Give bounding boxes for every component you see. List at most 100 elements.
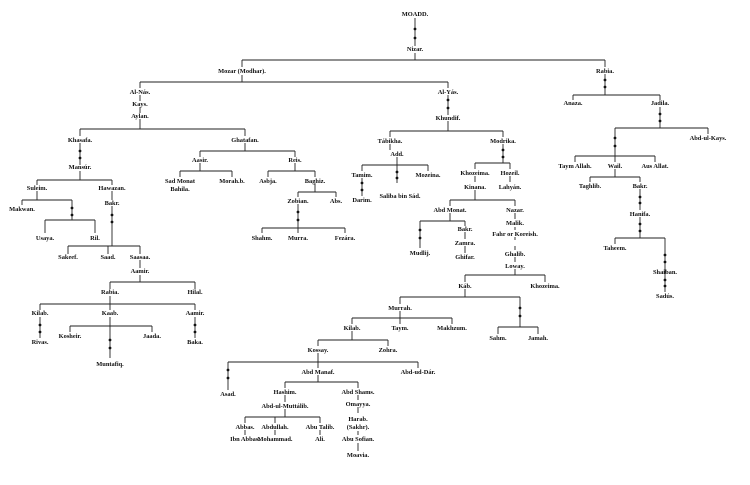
node-abd-monat: Abd Monat. xyxy=(433,207,466,214)
node-ali: Ali. xyxy=(315,436,325,443)
node-kaab: Kaab. xyxy=(102,310,119,317)
node-ghatafan: Ghatafan. xyxy=(231,137,259,144)
node-saad-monat: Sad Monat xyxy=(165,178,196,185)
node-hozeil: Hozeil. xyxy=(501,170,520,177)
node-fahr: Fahr or Koreish. xyxy=(492,231,538,238)
node-saasaa: Saasaa. xyxy=(130,254,151,261)
node-loway: Loway. xyxy=(505,263,525,270)
node-taym: Taym. xyxy=(392,325,409,332)
node-abu-sofian: Abu Sofian. xyxy=(342,436,375,443)
node-aamir2: Aamir. xyxy=(186,310,205,317)
node-kilab: Kilab. xyxy=(32,310,49,317)
node-ghifar: Ghifar. xyxy=(455,254,475,261)
node-aylan: Aylan. xyxy=(131,113,149,120)
node-hilal: Hilal. xyxy=(187,289,202,296)
node-anaza: Anaza. xyxy=(564,100,583,107)
node-abs: Abs. xyxy=(330,198,343,205)
node-sakeef: Sakeef. xyxy=(58,254,78,261)
node-zohra: Zohra. xyxy=(379,347,398,354)
node-makwan: Makwan. xyxy=(9,206,35,213)
node-mansur: Mansúr. xyxy=(69,164,92,171)
node-al-nas: Al-Nás. xyxy=(130,89,151,96)
node-rivas: Rivas. xyxy=(32,339,49,346)
node-jamah: Jamah. xyxy=(528,335,548,342)
node-abd-manaf: Abd Manaf. xyxy=(301,369,334,376)
node-mudlij: Mudlij. xyxy=(410,250,431,257)
node-moadd: MOADD. xyxy=(402,11,429,18)
node-bakr-k: Bakr. xyxy=(458,226,473,233)
node-abd-ul-kays: Abd-ul-Kays. xyxy=(690,135,727,142)
node-baghiz: Baghiz. xyxy=(305,178,326,185)
node-muntafiq: Muntafiq. xyxy=(96,361,124,368)
node-bakr-hawazan: Bakr. xyxy=(105,200,120,207)
node-taghlib: Taghlib. xyxy=(579,183,602,190)
node-shaiban: Shaiban. xyxy=(653,269,677,276)
node-sahm: Sahm. xyxy=(489,335,507,342)
node-malik: Malik. xyxy=(506,220,524,227)
node-wail: Wail. xyxy=(608,163,623,170)
node-saad-h: Saad. xyxy=(100,254,115,261)
node-add: Add. xyxy=(390,151,404,158)
node-fezara: Fezára. xyxy=(335,235,356,242)
node-aus-allat: Aus Allat. xyxy=(642,163,669,170)
node-aamir: Aamir. xyxy=(131,268,150,275)
node-jaada: Jaada. xyxy=(143,333,161,340)
node-asad: Asad. xyxy=(220,391,236,398)
node-jadila: Jadila. xyxy=(651,100,670,107)
node-ghalib: Ghalib. xyxy=(505,251,526,258)
node-aasir: Aasir. xyxy=(192,157,208,164)
node-asbja: Asbja. xyxy=(259,178,277,185)
node-tabikha: Tábikha. xyxy=(378,138,403,145)
node-hanifa: Hanifa. xyxy=(630,211,651,218)
node-abd-shams: Abd Shams. xyxy=(341,389,374,396)
node-darim: Darim. xyxy=(352,197,372,204)
node-abu-talib: Abu Talib. xyxy=(306,424,335,431)
node-kays: Kays. xyxy=(132,101,148,108)
node-taheem: Taheem. xyxy=(603,245,626,252)
node-khasafa: Khasafa. xyxy=(68,137,93,144)
node-taym-allah: Taym Allah. xyxy=(558,163,592,170)
node-khozeima2: Khozeima. xyxy=(530,283,560,290)
node-harab: Harab. xyxy=(348,416,368,423)
node-saliba: Saliba bin Sád. xyxy=(379,193,420,200)
node-nazar: Nazar. xyxy=(506,207,524,214)
node-morahib: Morah.b. xyxy=(219,178,245,185)
node-khundif: Khundif. xyxy=(436,115,461,122)
node-ibn-abbas: Ibn Abbas. xyxy=(230,436,260,443)
node-murra-g: Murra. xyxy=(288,235,308,242)
node-abd-ul-muttalib: Abd-ul-Muttálib. xyxy=(261,403,308,410)
node-abbas: Abbas. xyxy=(235,424,254,431)
node-reis: Reis. xyxy=(288,157,302,164)
node-al-yas: Al-Yás. xyxy=(438,89,459,96)
node-saduis: Sadús. xyxy=(656,293,674,300)
node-kab: Káb. xyxy=(458,283,472,290)
node-khozeima: Khozeima. xyxy=(460,170,490,177)
node-abdullah: Abdullah. xyxy=(261,424,289,431)
node-zamra: Zamra. xyxy=(455,240,476,247)
node-omayya: Omayya. xyxy=(346,401,371,408)
node-tamim: Tamim. xyxy=(352,172,373,179)
node-hashim: Hashim. xyxy=(274,389,297,396)
node-kossay: Kossay. xyxy=(308,347,329,354)
node-zobian: Zobian. xyxy=(287,198,309,205)
node-rabia-top: Rabia. xyxy=(596,68,614,75)
node-moavia: Moavia. xyxy=(347,452,370,459)
node-ril: Ril. xyxy=(90,235,100,242)
node-murrah: Murrah. xyxy=(388,305,412,312)
node-modrika: Modrika. xyxy=(490,138,516,145)
node-kosheir: Kosheir. xyxy=(59,333,82,340)
node-mohammad: Mohammad. xyxy=(258,436,293,443)
node-hawazan: Hawazan. xyxy=(98,185,126,192)
node-bahila: Bahila. xyxy=(170,186,190,193)
node-bakr-w: Bakr. xyxy=(633,183,648,190)
tree-labels: MOADD. Nizar. Mozar (Modhar). Rabia. Al-… xyxy=(9,11,727,459)
node-lahyan: Lahyán. xyxy=(499,184,522,191)
node-sakhr: (Sakhr). xyxy=(347,424,370,431)
node-mozar: Mozar (Modhar). xyxy=(218,68,266,75)
node-rabia2: Rabia. xyxy=(101,289,119,296)
tree-connectors xyxy=(21,18,709,451)
node-usaya: Usaya. xyxy=(36,235,55,242)
node-baka: Baka. xyxy=(187,339,203,346)
node-kinana: Kinana. xyxy=(464,184,486,191)
